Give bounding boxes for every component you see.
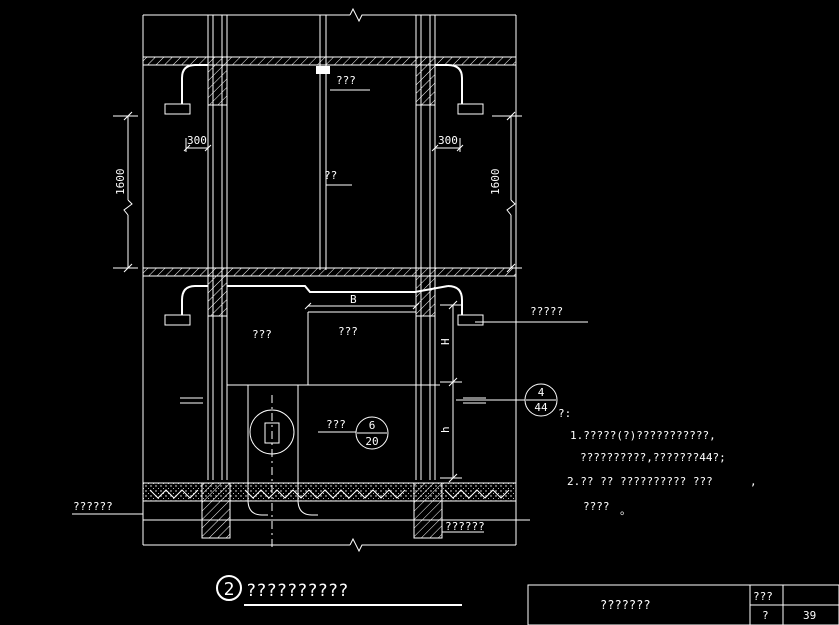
- pipe-top-label: ???: [336, 74, 356, 87]
- upper-slab: [142, 56, 517, 106]
- title-block-cell-b: ?: [762, 609, 769, 622]
- notes-line-2: ??????????,???????44?;: [580, 451, 726, 464]
- ref-6-den: 20: [365, 435, 378, 448]
- box-lower-label: ???: [326, 418, 346, 431]
- dim-1600-right: 1600: [489, 169, 502, 196]
- title-block: ??????? ??? ? 39: [527, 584, 839, 625]
- notes-line-4-tail: 。: [620, 504, 631, 517]
- leader-lines: [72, 321, 588, 533]
- drawing-title: 2 ??????????: [216, 575, 462, 606]
- notes-line-3: 2.?? ?? ?????????? ???: [567, 475, 713, 488]
- lower-drain-pipes: [164, 285, 484, 326]
- upper-drain-pipes: [164, 64, 484, 115]
- ref-4-den: 44: [534, 401, 548, 414]
- riser-pipe: [316, 15, 370, 270]
- dim-300-left: 300: [187, 134, 207, 147]
- title-block-sheet-no: 39: [803, 609, 816, 622]
- notes-line-4: ????: [583, 500, 610, 513]
- ref-4-num: 4: [538, 386, 545, 399]
- ground-slab: [142, 482, 530, 539]
- dim-h: [440, 300, 462, 483]
- title-block-name: ???????: [600, 598, 651, 612]
- equipment-boxes: [226, 285, 449, 550]
- right-floor-label: ??????: [445, 520, 485, 533]
- left-floor-label: ??????: [73, 500, 113, 513]
- title-block-cell-a: ???: [753, 590, 773, 603]
- right-dimensions: [431, 111, 522, 273]
- detail-ref-4-44[interactable]: 4 44: [524, 383, 558, 417]
- riser-label: ??: [324, 169, 337, 182]
- box-right-label: ???: [338, 325, 358, 338]
- dim-h-upper-label: H: [439, 338, 452, 345]
- title-text: ??????????: [246, 581, 348, 601]
- dim-h-lower-label: h: [439, 426, 452, 433]
- dim-1600-left: 1600: [114, 169, 127, 196]
- notes-block: ?: 1.?????(?)???????????, ??????????,???…: [558, 407, 757, 517]
- dim-300-right: 300: [438, 134, 458, 147]
- notes-line-3-tail: ,: [750, 475, 757, 488]
- notes-line-1: 1.?????(?)???????????,: [570, 429, 716, 442]
- title-number: 2: [224, 579, 235, 600]
- drawing-frame: [142, 7, 517, 553]
- detail-ref-6-20[interactable]: 6 20: [355, 416, 389, 450]
- wall-marks: [180, 397, 486, 404]
- box-left-label: ???: [252, 328, 272, 341]
- left-dimensions: [113, 111, 212, 273]
- notes-heading: ?:: [558, 407, 571, 420]
- ref-6-num: 6: [369, 419, 376, 432]
- dim-b-label: B: [350, 293, 357, 306]
- middle-slab: [142, 267, 517, 317]
- callout-right-top: ?????: [530, 305, 563, 318]
- dim-b: [304, 302, 420, 310]
